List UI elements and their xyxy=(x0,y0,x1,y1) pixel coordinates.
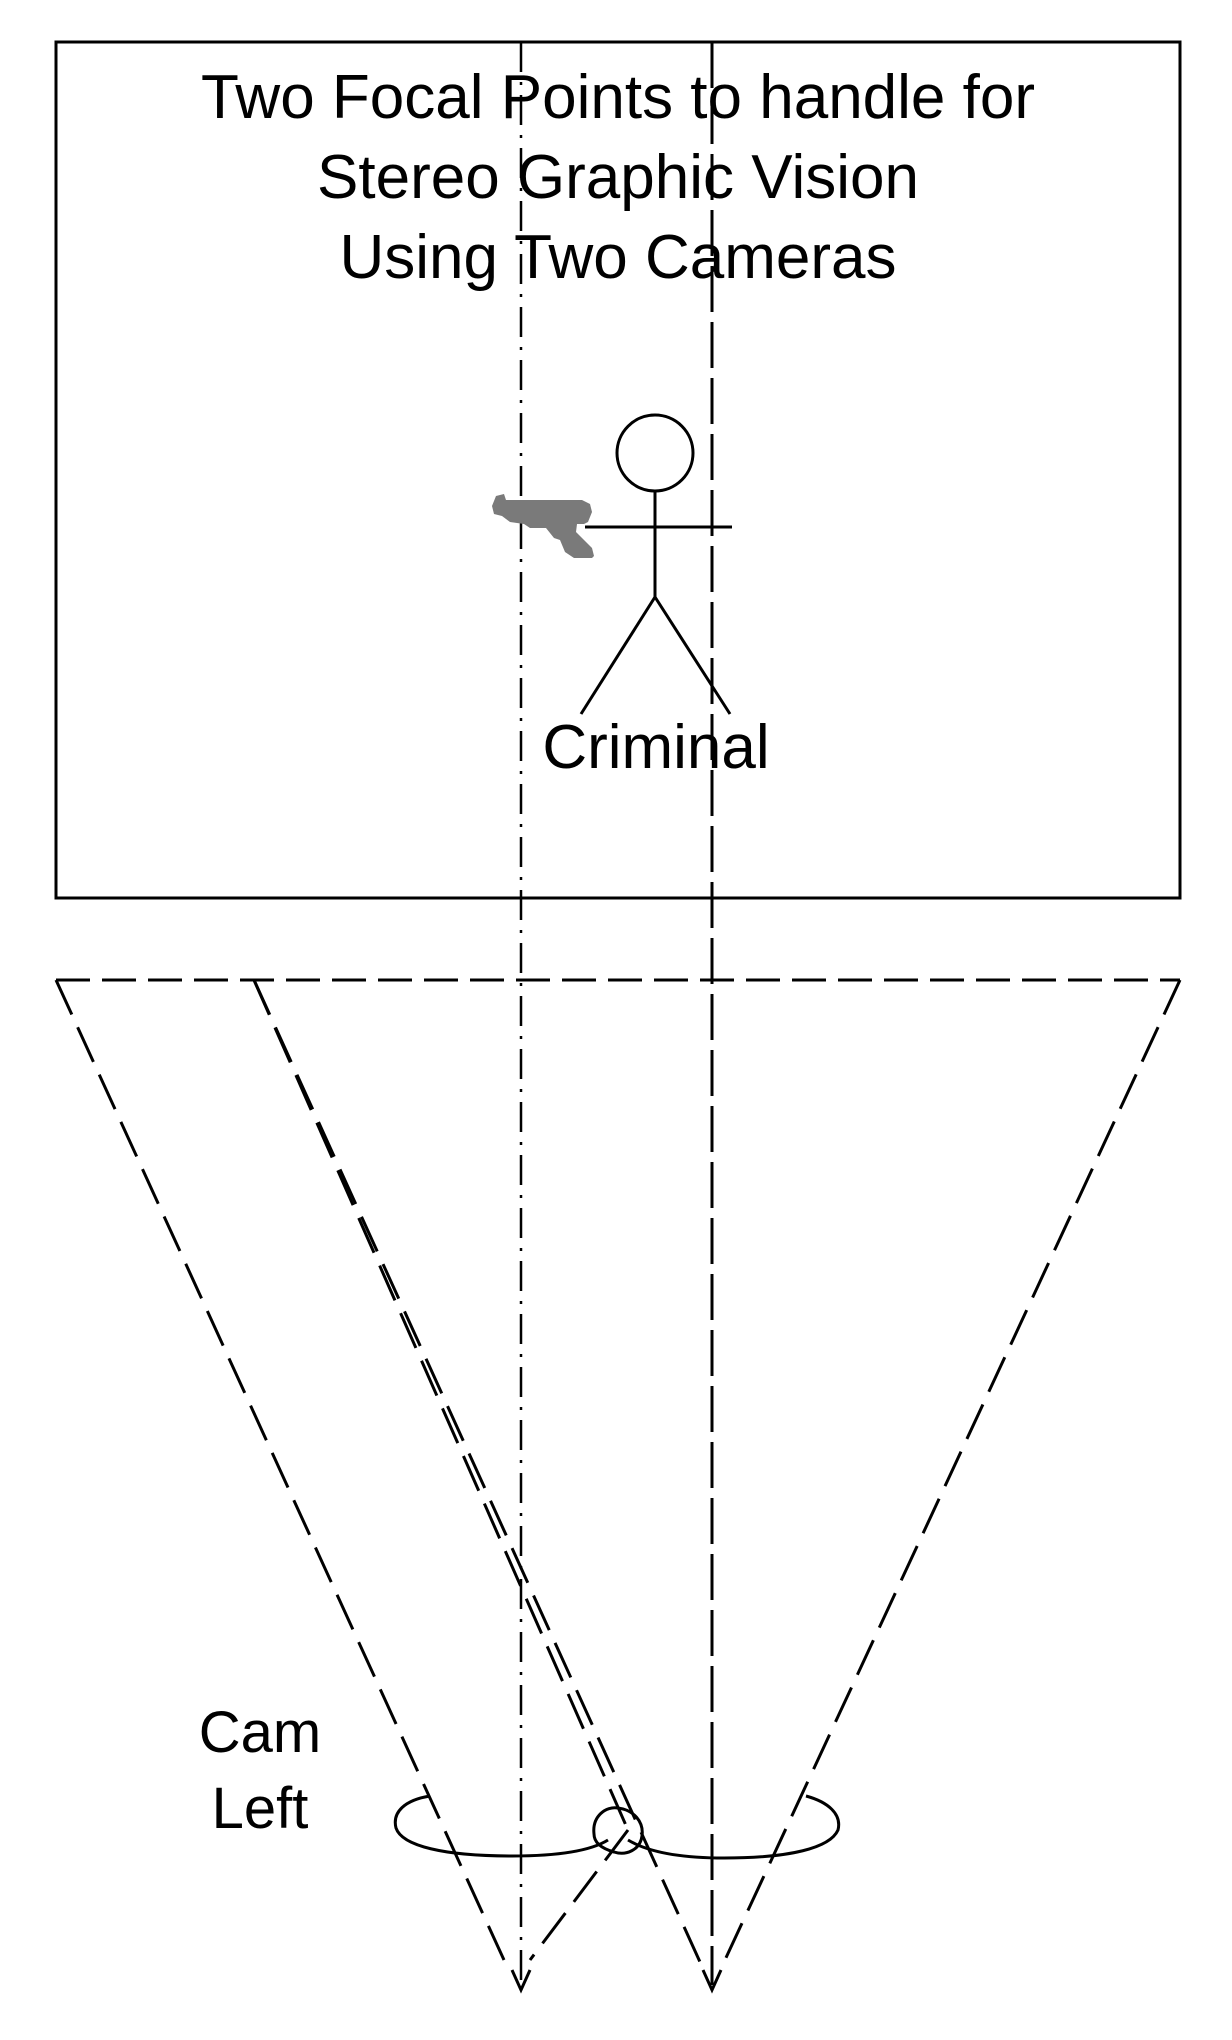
camera-lens-outline xyxy=(393,1794,841,1860)
criminal-left-leg xyxy=(579,596,657,715)
title-line-2: Stereo Graphic Vision xyxy=(317,143,919,212)
right-lens-ellipse xyxy=(627,1794,841,1860)
scene-frame xyxy=(54,40,1182,900)
left-camera-arrowhead xyxy=(510,1969,532,1994)
right-camera-view-cone xyxy=(252,979,1182,1963)
criminal-figure xyxy=(579,413,732,715)
camera-left-label-line-1: Cam xyxy=(199,1700,321,1765)
title-line-3: Using Two Cameras xyxy=(339,223,896,292)
criminal-label: Criminal xyxy=(542,713,769,782)
right-camera-arrowhead xyxy=(701,1969,723,1994)
criminal-head xyxy=(615,413,695,493)
title-line-1: Two Focal Points to handle for xyxy=(201,63,1035,132)
lens-junction-loop xyxy=(592,1806,644,1855)
title: Two Focal Points to handle for Stereo Gr… xyxy=(201,63,1035,292)
pistol-icon xyxy=(492,494,594,558)
criminal-right-leg xyxy=(653,596,732,715)
camera-left-label: Cam Left xyxy=(199,1700,321,1841)
left-camera-view-cone xyxy=(54,979,630,1961)
left-lens-ellipse xyxy=(393,1794,609,1858)
camera-left-label-line-2: Left xyxy=(212,1776,309,1841)
